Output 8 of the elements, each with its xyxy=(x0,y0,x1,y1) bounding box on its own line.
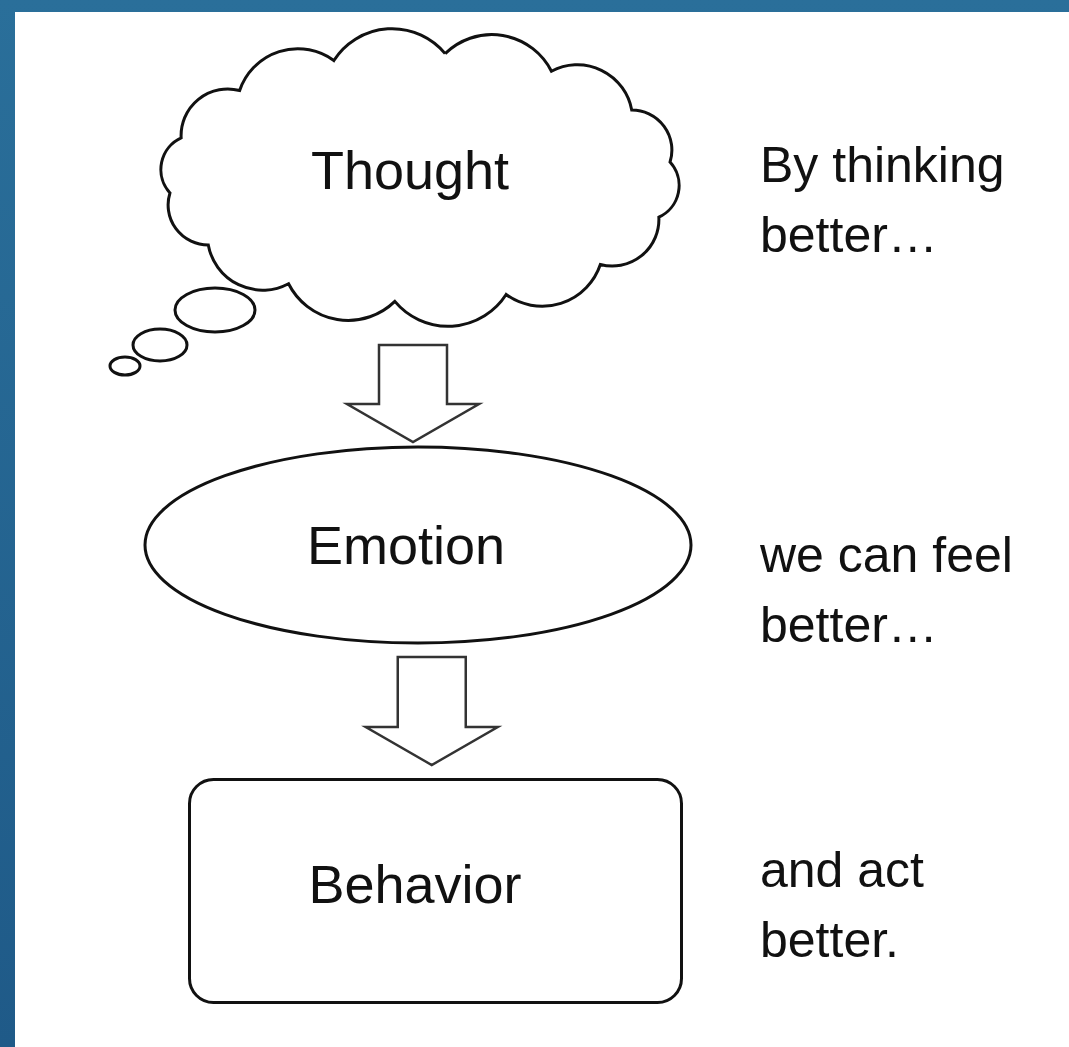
side-note: By thinking better… xyxy=(760,136,1006,265)
block-arrow xyxy=(342,343,484,444)
node-label: Behavior xyxy=(308,853,522,915)
node-label: Thought xyxy=(310,139,510,201)
side-note: and act better. xyxy=(760,841,925,970)
side-note: we can feel better… xyxy=(760,526,1014,655)
block-arrow xyxy=(361,655,503,767)
node-label: Emotion xyxy=(306,514,506,576)
